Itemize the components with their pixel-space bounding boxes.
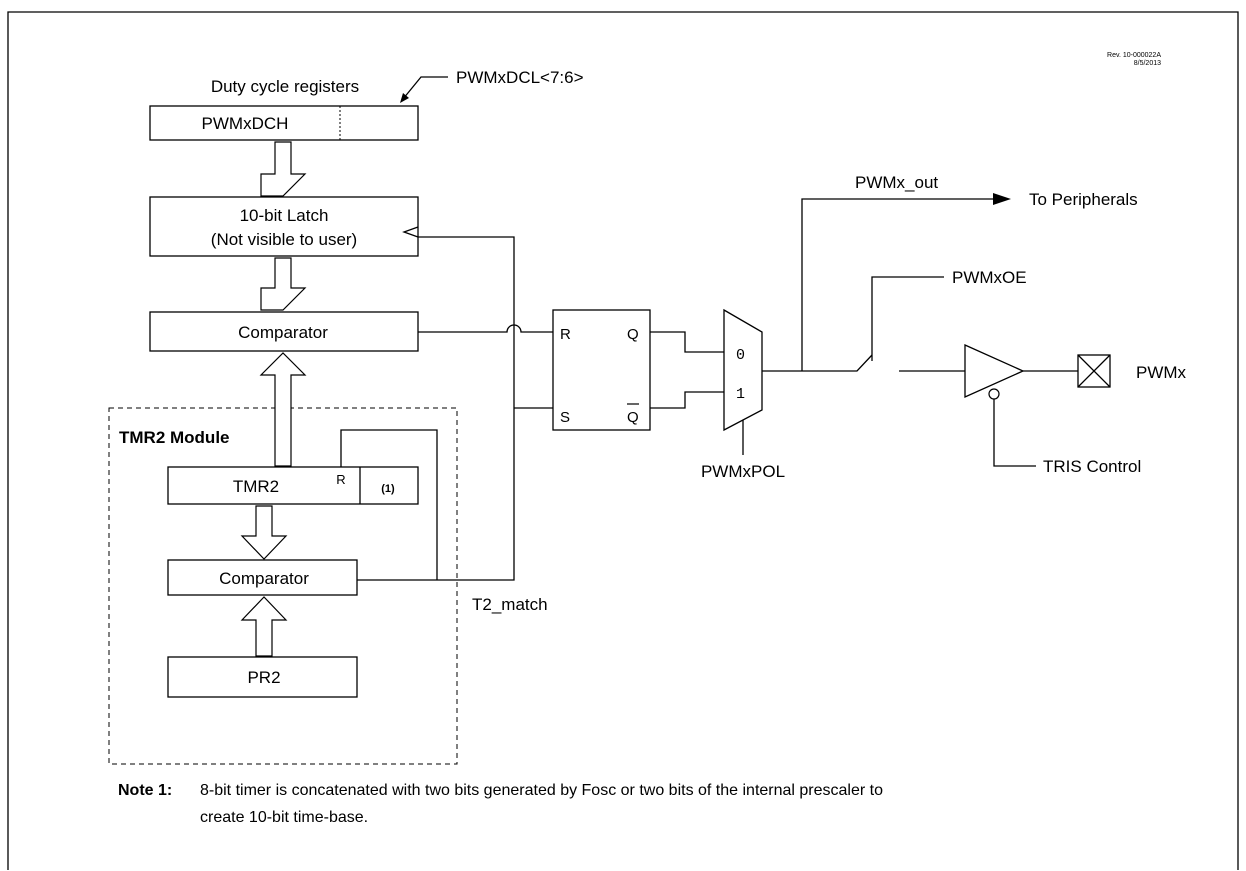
t2-match-label: T2_match bbox=[472, 595, 548, 614]
note-line2: create 10-bit time-base. bbox=[200, 809, 368, 826]
pwmx-out-wire bbox=[801, 198, 996, 371]
latch-label-line2: (Not visible to user) bbox=[211, 230, 357, 249]
flipflop-r-label: R bbox=[560, 326, 571, 343]
tristate-buffer bbox=[964, 343, 1025, 399]
to-peripherals-arrowhead bbox=[993, 193, 1011, 205]
pwmxdcl-leader bbox=[402, 76, 448, 100]
pwmx-out-label: PWMx_out bbox=[855, 173, 938, 192]
tmr2-note-ref: (1) bbox=[381, 483, 395, 495]
to-peripherals-label: To Peripherals bbox=[1029, 190, 1138, 209]
pwmxdch-register bbox=[149, 105, 419, 141]
pwmx-pin-cross bbox=[1077, 354, 1111, 388]
pwmxoe-label: PWMxOE bbox=[952, 268, 1027, 287]
latch-label-line1: 10-bit Latch bbox=[240, 206, 329, 225]
pr2-label: PR2 bbox=[247, 668, 280, 687]
tmr2-to-comparator-bottom-arrow bbox=[240, 505, 288, 560]
tris-control-label: TRIS Control bbox=[1043, 457, 1141, 476]
mux-output-wire bbox=[762, 354, 873, 372]
duty-cycle-title: Duty cycle registers bbox=[211, 77, 359, 96]
comparator-top-label: Comparator bbox=[238, 323, 328, 342]
revision-date: 8/5/2013 bbox=[1134, 60, 1161, 67]
polarity-mux bbox=[723, 308, 763, 432]
note-label: Note 1: bbox=[118, 782, 172, 799]
pwmxdcl-leader-arrowhead bbox=[400, 93, 409, 103]
pwmx-pin-label: PWMx bbox=[1136, 363, 1187, 382]
dch-to-latch-arrow bbox=[260, 141, 307, 197]
q-to-mux-wire bbox=[650, 331, 724, 353]
pwmxpol-label: PWMxPOL bbox=[701, 462, 785, 481]
comparator-bottom bbox=[167, 559, 358, 596]
flipflop-qbar-label: Q bbox=[627, 409, 639, 426]
tristate-enable-bubble bbox=[988, 388, 1000, 400]
latch-load-arrowhead bbox=[402, 226, 419, 238]
tmr2-to-comparator-arrow bbox=[259, 352, 307, 467]
pwmxdcl-label: PWMxDCL<7:6> bbox=[456, 68, 584, 87]
latch-to-comparator-arrow bbox=[260, 257, 307, 311]
flipflop-q-label: Q bbox=[627, 326, 639, 343]
diagram-frame bbox=[7, 11, 1239, 870]
qbar-to-mux-wire bbox=[650, 391, 724, 409]
tmr2-reset-wire bbox=[340, 429, 438, 580]
comparator-bottom-label: Comparator bbox=[219, 569, 309, 588]
tris-control-wire bbox=[993, 399, 1036, 467]
revision-label: Rev. 10-000022A bbox=[1107, 52, 1161, 59]
comparator-to-reset-wire bbox=[418, 324, 553, 333]
comparator-top bbox=[149, 311, 419, 352]
tmr2-reset-label: R bbox=[336, 472, 345, 487]
pwmxdch-label: PWMxDCH bbox=[202, 114, 289, 133]
tmr2-label: TMR2 bbox=[233, 477, 279, 496]
note-line1: 8-bit timer is concatenated with two bit… bbox=[200, 782, 883, 799]
sr-flipflop bbox=[552, 309, 651, 431]
mux-input1-label: 1 bbox=[736, 386, 745, 403]
tmr2-module-label: TMR2 Module bbox=[119, 428, 230, 447]
tmr2-register bbox=[167, 466, 419, 505]
flipflop-s-label: S bbox=[560, 409, 570, 426]
pr2-to-comparator-arrow bbox=[240, 596, 288, 657]
mux-input0-label: 0 bbox=[736, 347, 745, 364]
ten-bit-latch bbox=[149, 196, 419, 257]
pwmxoe-control-wire bbox=[871, 276, 944, 361]
pr2-register bbox=[167, 656, 358, 698]
